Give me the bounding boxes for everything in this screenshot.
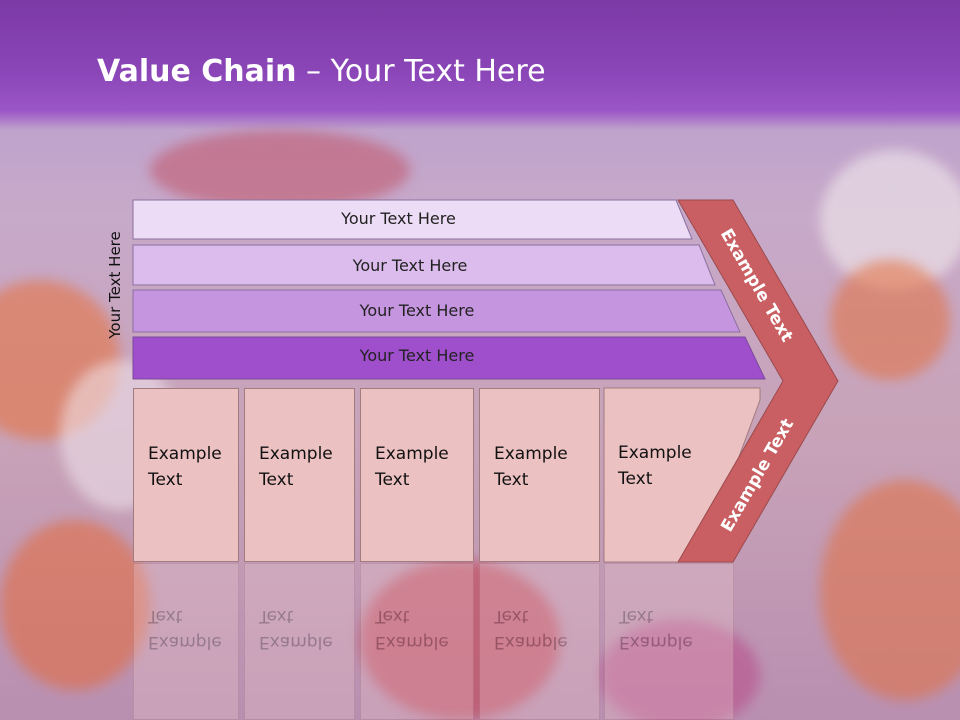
flower-shape bbox=[600, 620, 760, 720]
box-5: Example Text bbox=[604, 388, 704, 562]
box-4: Example Text bbox=[479, 388, 600, 562]
title-rest: – Your Text Here bbox=[296, 54, 546, 89]
box-4-line2: Text bbox=[494, 470, 529, 490]
flower-shape bbox=[820, 480, 960, 700]
box-1-line1: Example bbox=[148, 444, 222, 464]
band-1: Your Text Here bbox=[133, 200, 692, 238]
box-2-line2: Text bbox=[259, 470, 294, 490]
box-5-line2: Text bbox=[618, 469, 653, 489]
band-1-label: Your Text Here bbox=[341, 209, 456, 228]
arrow-chevron bbox=[677, 199, 839, 563]
band-shape-4 bbox=[132, 336, 766, 380]
flower-shape bbox=[360, 560, 560, 720]
band-4: Your Text Here bbox=[133, 337, 729, 375]
title-bold: Value Chain bbox=[97, 54, 297, 89]
slide-title: Value Chain – Your Text Here bbox=[97, 54, 546, 89]
band-2-label: Your Text Here bbox=[352, 256, 468, 275]
box-1-line2: Text bbox=[148, 470, 183, 490]
band-2: Your Text Here bbox=[133, 247, 715, 285]
box-3: Example Text bbox=[360, 388, 474, 562]
band-shape-1 bbox=[132, 199, 693, 240]
band-3-label: Your Text Here bbox=[359, 301, 475, 320]
box-4-line1: Example bbox=[494, 444, 568, 464]
box-2: Example Text bbox=[244, 388, 355, 562]
flower-shape bbox=[0, 520, 150, 690]
box-5-line1: Example bbox=[618, 443, 692, 463]
box-2-line1: Example bbox=[259, 444, 333, 464]
band-shape-2 bbox=[132, 244, 716, 286]
box-3-line1: Example bbox=[375, 444, 449, 464]
flower-shape bbox=[830, 260, 950, 380]
flower-shape bbox=[150, 130, 410, 210]
title-bar bbox=[0, 0, 960, 130]
band-4-label: Your Text Here bbox=[359, 346, 475, 365]
band-3: Your Text Here bbox=[133, 292, 729, 330]
box-3-line2: Text bbox=[375, 470, 410, 490]
box-1: Example Text bbox=[133, 388, 239, 562]
band-shape-3 bbox=[132, 289, 741, 333]
